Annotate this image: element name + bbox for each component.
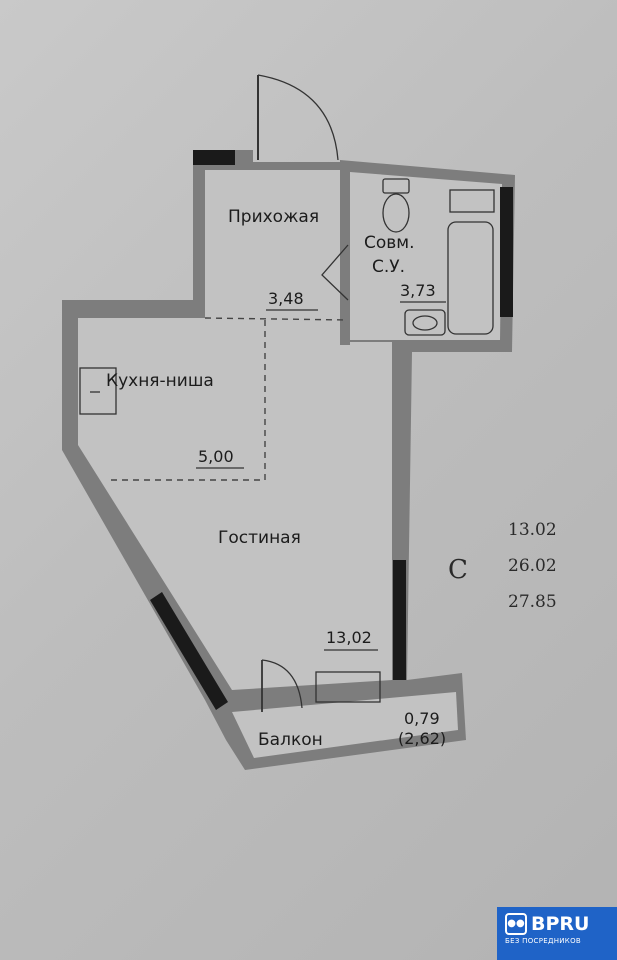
bathtub-icon [447, 221, 494, 335]
living-area-total: 13.02 [508, 520, 557, 540]
bathroom-name-1: Совм. [364, 233, 415, 253]
shelf-icon [449, 189, 495, 213]
hallway-name: Прихожая [228, 207, 319, 227]
sink-basin-icon [412, 315, 438, 331]
bathroom-floor [350, 172, 502, 340]
living-name: Гостиная [218, 528, 301, 548]
toilet-tank-icon [382, 178, 410, 194]
hallway-area: 3,48 [268, 289, 304, 308]
kitchen-name: Кухня-ниша [106, 371, 214, 391]
dark-wall-top-left [193, 150, 235, 165]
balcony-door-arc [261, 659, 303, 709]
total-area: 26.02 [508, 556, 557, 576]
balcony-floor [232, 692, 458, 758]
entrance-door-arc [257, 74, 339, 161]
bathroom-area: 3,73 [400, 281, 436, 300]
watermark-tagline: БЕЗ ПОСРЕДНИКОВ [505, 937, 581, 945]
toilet-bowl-icon [382, 193, 410, 233]
partition-wall-low [340, 300, 350, 345]
watermark-brand: BPRU [531, 913, 590, 935]
bathroom-door [321, 244, 349, 301]
bathroom-name-2: С.У. [372, 257, 405, 277]
kitchen-area: 5,00 [198, 447, 234, 466]
people-icon: ●● [505, 913, 527, 935]
kitchen-appliance-icon [79, 367, 117, 415]
dark-wall-living [393, 560, 406, 680]
apartment-type: С [448, 555, 468, 585]
balcony-area: 0,79 [404, 709, 440, 728]
balcony-name: Балкон [258, 730, 323, 750]
dark-wall-diagonal [150, 592, 228, 710]
balcony-window [315, 671, 381, 703]
watermark-brand-row: ●● BPRU [505, 913, 609, 935]
sink-icon [404, 309, 446, 336]
living-area: 13,02 [326, 628, 372, 647]
dark-wall-right [500, 187, 513, 317]
total-area-with-balcony: 27.85 [508, 592, 557, 612]
partition-wall [340, 170, 350, 240]
kitchen-niche-outline [110, 317, 349, 481]
apartment-floor [78, 170, 392, 690]
balcony-area-alt: (2,62) [398, 729, 446, 748]
watermark-logo: ●● BPRU БЕЗ ПОСРЕДНИКОВ [497, 907, 617, 960]
